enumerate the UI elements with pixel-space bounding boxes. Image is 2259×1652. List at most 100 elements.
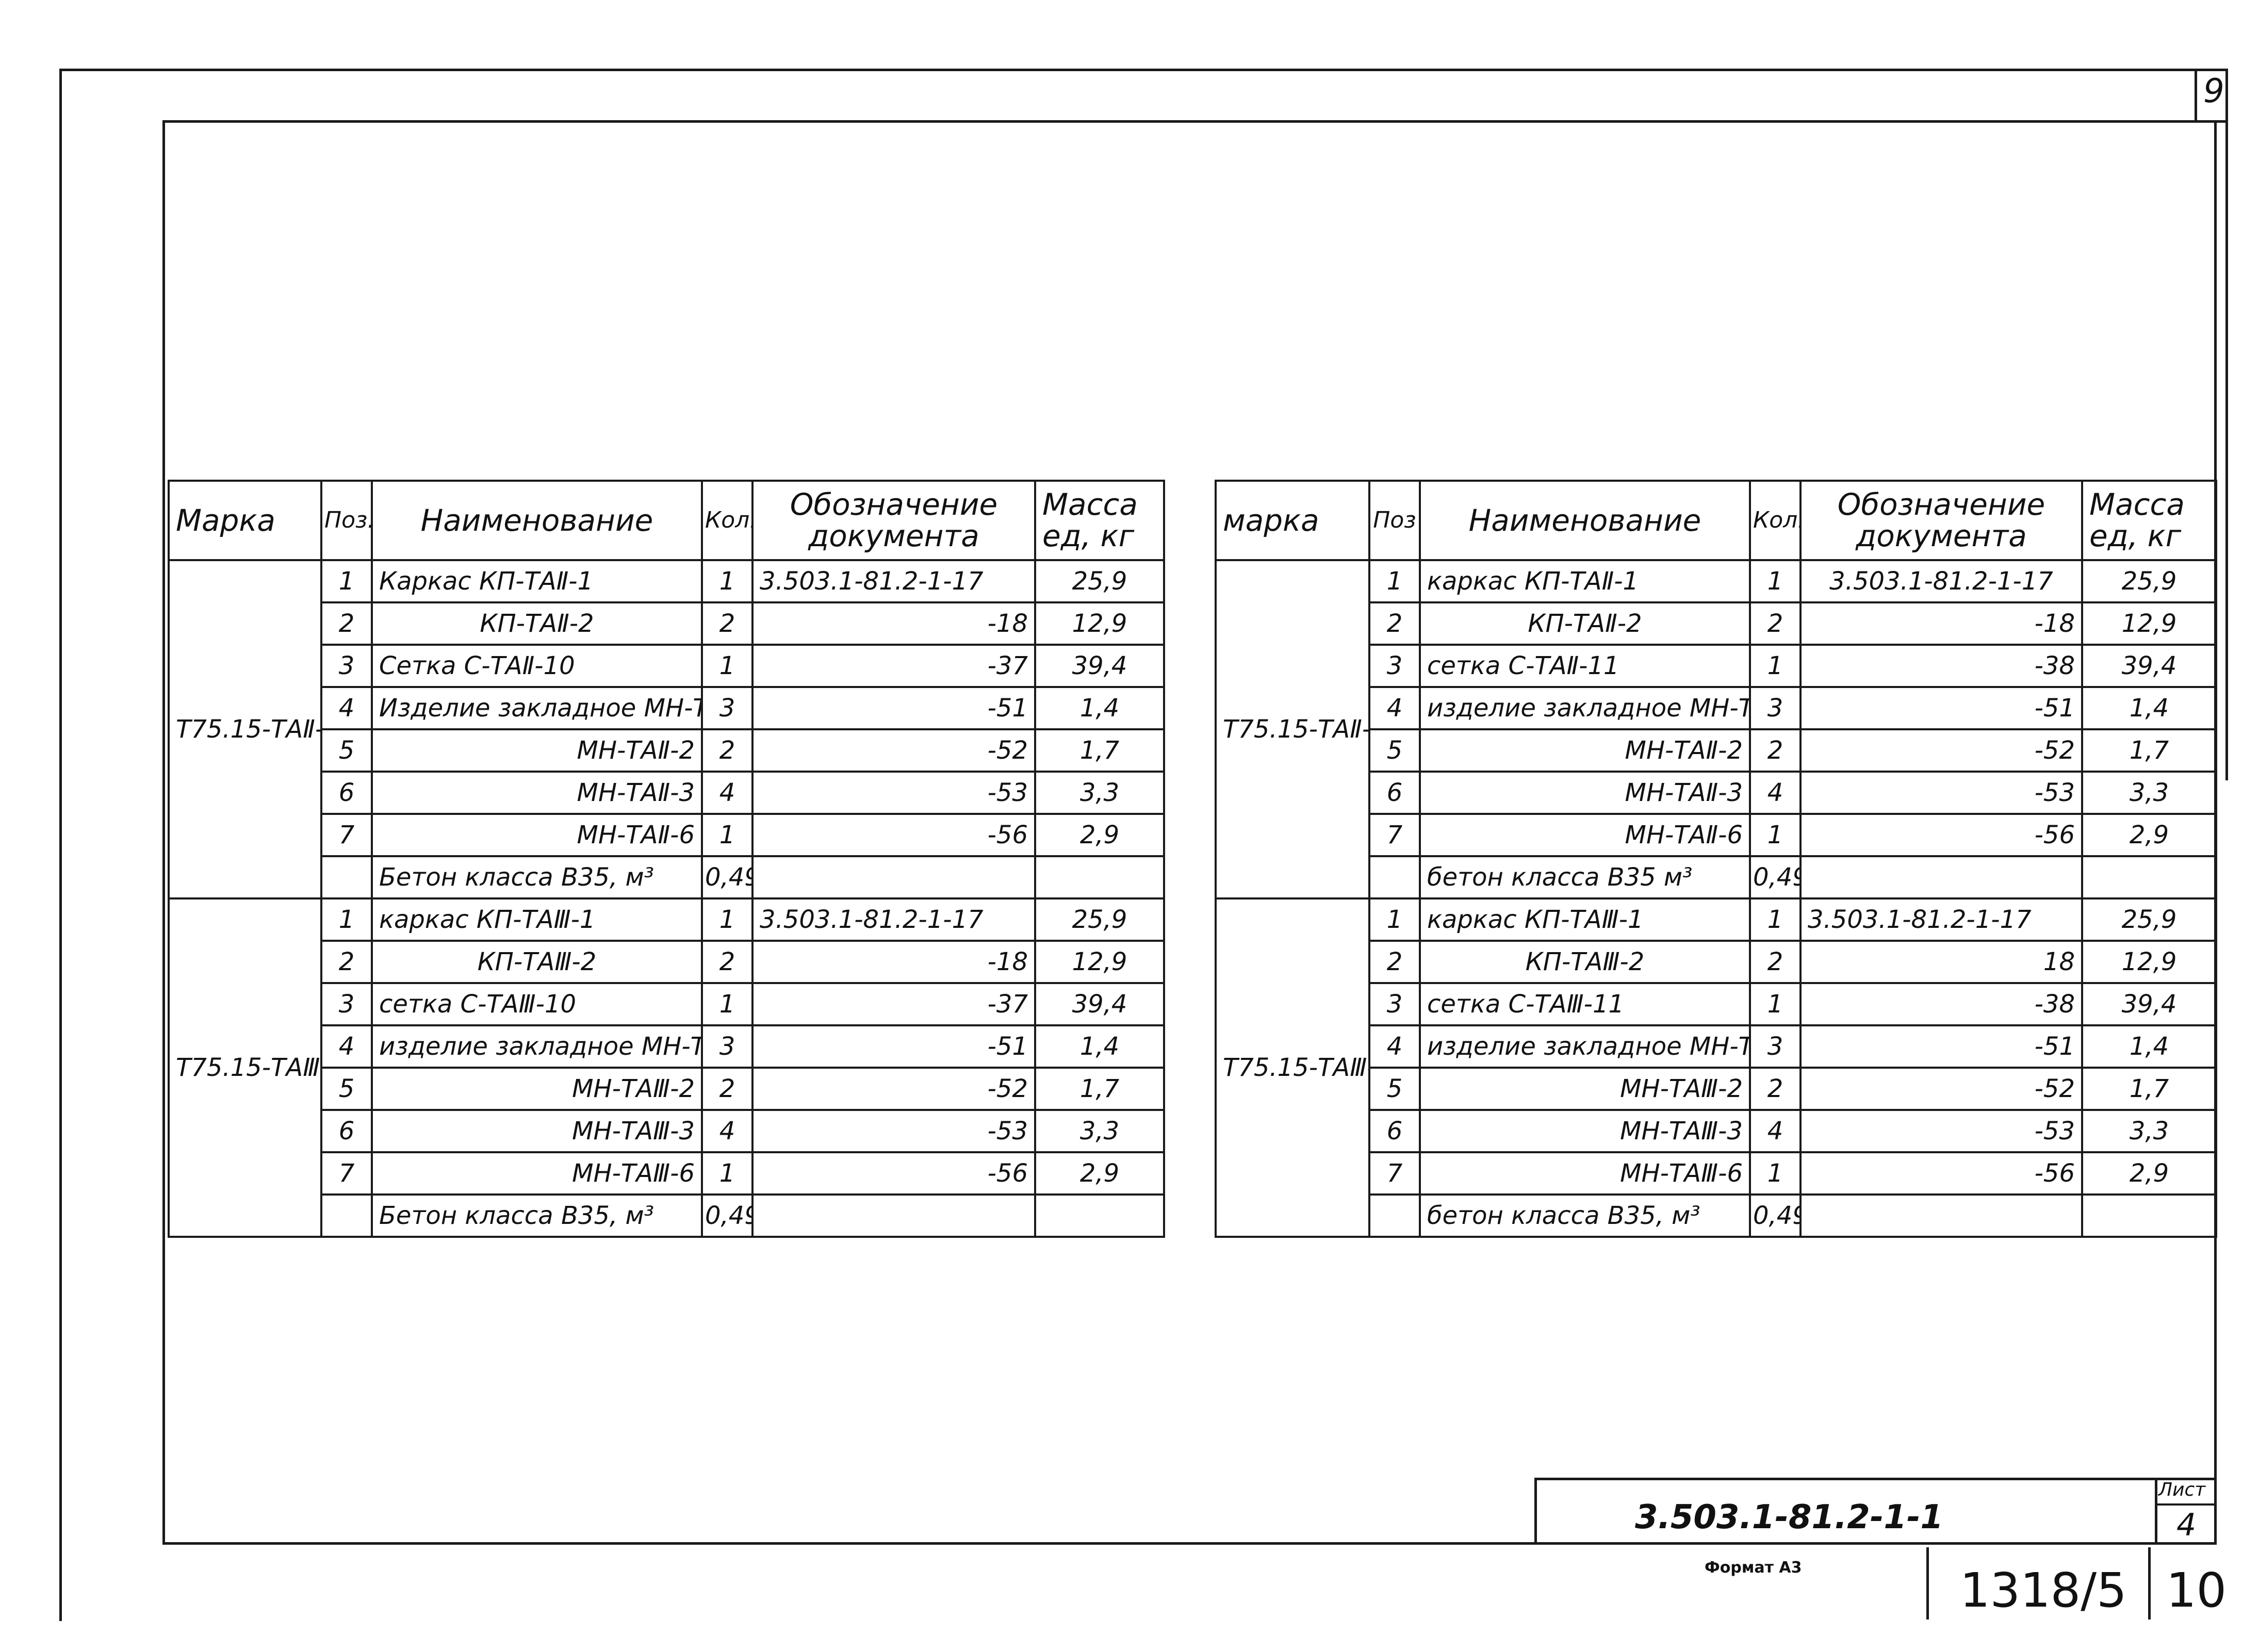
cell-qty: 3 — [701, 1024, 754, 1069]
frame-top-outer — [59, 69, 2225, 71]
cell-qty: 0,49 — [701, 855, 754, 899]
cell-qty: 3 — [1749, 1024, 1802, 1069]
cell-doc: -56 — [1799, 813, 2083, 857]
cell-qty: 1 — [1749, 559, 1802, 603]
header-mark: Марка — [168, 480, 322, 561]
cell-mass: 3,3 — [2081, 1109, 2217, 1153]
cell-qty: 2 — [1749, 728, 1802, 773]
header-mass-line1: Масса — [2089, 487, 2185, 522]
cell-mark: Т75.15-ТАⅢ-2 — [168, 897, 322, 1238]
cell-doc: -52 — [1799, 728, 2083, 773]
stamp-doc-code: 3.503.1-81.2-1-1 — [1635, 1498, 1943, 1536]
cell-pos: 7 — [1368, 813, 1421, 857]
header-doc-line1: Обозначение — [1837, 487, 2045, 522]
cell-qty: 3 — [1749, 686, 1802, 730]
header-doc-line2: документа — [1856, 518, 2027, 553]
cell-doc: 3.503.1-81.2-1-17 — [751, 897, 1036, 942]
cell-mass: 12,9 — [2081, 601, 2217, 646]
cell-mark: Т75.15-ТАⅡ-2 — [168, 559, 322, 899]
cell-pos: 1 — [1368, 897, 1421, 942]
cell-name: МН-ТАⅡ-6 — [1419, 813, 1751, 857]
cell-qty: 2 — [701, 601, 754, 646]
cell-qty: 3 — [701, 686, 754, 730]
table-row: Т75.15-ТАⅡ-21Каркас КП-ТАⅡ-113.503.1-81.… — [168, 559, 1165, 899]
header-mass-line1: Масса — [1042, 487, 1138, 522]
stamp-left — [1534, 1478, 1537, 1545]
cell-name: изделие закладное МН-ТАⅡ-1 — [1419, 686, 1751, 730]
cell-mass: 12,9 — [1034, 601, 1165, 646]
cell-doc: -52 — [751, 1067, 1036, 1111]
corner-box-left — [2195, 69, 2197, 120]
format-label: Формат А3 — [1705, 1559, 1802, 1577]
cell-pos: 5 — [1368, 1067, 1421, 1111]
cell-qty: 1 — [1749, 813, 1802, 857]
cell-doc: -53 — [1799, 771, 2083, 815]
cell-doc: -53 — [1799, 1109, 2083, 1153]
cell-doc: -51 — [1799, 686, 2083, 730]
cell-pos: 5 — [320, 728, 373, 773]
header-name: Наименование — [371, 480, 703, 561]
cell-qty: 2 — [1749, 601, 1802, 646]
cell-qty: 4 — [701, 1109, 754, 1153]
cell-mark: Т75.15-ТАⅡ-3 — [1215, 559, 1370, 899]
table-row: бетон класса В35 м³0,49 — [1216, 855, 2217, 899]
cell-pos: 4 — [1368, 686, 1421, 730]
cell-doc: -51 — [751, 686, 1036, 730]
cell-qty: 0,49 — [1749, 855, 1802, 899]
specification-table-right: марка Поз Наименование Кол. Обозначение … — [1215, 480, 2217, 1238]
cell-doc — [751, 855, 1036, 899]
cell-pos: 6 — [320, 771, 373, 815]
cell-name: Каркас КП-ТАⅡ-1 — [371, 559, 703, 603]
cell-pos — [1368, 1193, 1421, 1238]
cell-qty: 1 — [701, 813, 754, 857]
cell-name: МН-ТАⅢ-3 — [1419, 1109, 1751, 1153]
cell-doc: 18 — [1799, 940, 2083, 984]
cell-qty: 4 — [701, 771, 754, 815]
header-qty: Кол. — [701, 480, 754, 561]
cell-pos: 7 — [1368, 1151, 1421, 1196]
cell-doc: -53 — [751, 1109, 1036, 1153]
frame-top-inner — [162, 120, 2225, 123]
cell-qty: 1 — [1749, 1151, 1802, 1196]
cell-mass: 1,4 — [1034, 1024, 1165, 1069]
cell-mass: 25,9 — [1034, 897, 1165, 942]
cell-pos: 7 — [320, 1151, 373, 1196]
cell-name: Сетка С-ТАⅡ-10 — [371, 644, 703, 688]
frame-left-outer — [59, 69, 62, 1621]
cell-mass: 1,7 — [1034, 728, 1165, 773]
cell-mass: 3,3 — [1034, 771, 1165, 815]
cell-pos: 6 — [1368, 771, 1421, 815]
header-name: Наименование — [1419, 480, 1751, 561]
page-total: 10 — [2166, 1563, 2227, 1618]
cell-name: МН-ТАⅡ-3 — [1419, 771, 1751, 815]
cell-name: каркас КП-ТАⅢ-1 — [371, 897, 703, 942]
cell-mass: 3,3 — [1034, 1109, 1165, 1153]
cell-pos — [320, 855, 373, 899]
header-mass: Масса ед, кг — [2081, 480, 2217, 561]
cell-pos: 3 — [320, 982, 373, 1026]
cell-doc: -52 — [751, 728, 1036, 773]
cell-mass: 2,9 — [1034, 1151, 1165, 1196]
cell-pos: 5 — [320, 1067, 373, 1111]
cell-mass: 1,7 — [2081, 1067, 2217, 1111]
inventory-number: 1318/5 — [1960, 1563, 2127, 1618]
cell-mass: 1,4 — [1034, 686, 1165, 730]
cell-mass: 1,4 — [2081, 686, 2217, 730]
cell-mass: 12,9 — [1034, 940, 1165, 984]
cell-doc: -38 — [1799, 644, 2083, 688]
header-doc: Обозначение документа — [751, 480, 1036, 561]
cell-doc: -37 — [751, 982, 1036, 1026]
cell-name: сетка С-ТАⅡ-11 — [1419, 644, 1751, 688]
cell-name: КП-ТАⅢ-2 — [371, 940, 703, 984]
frame-left-inner — [162, 120, 165, 1544]
table-row: Бетон класса В35, м³0,49 — [169, 855, 1165, 899]
cell-qty: 2 — [701, 728, 754, 773]
cell-mass: 39,4 — [1034, 982, 1165, 1026]
